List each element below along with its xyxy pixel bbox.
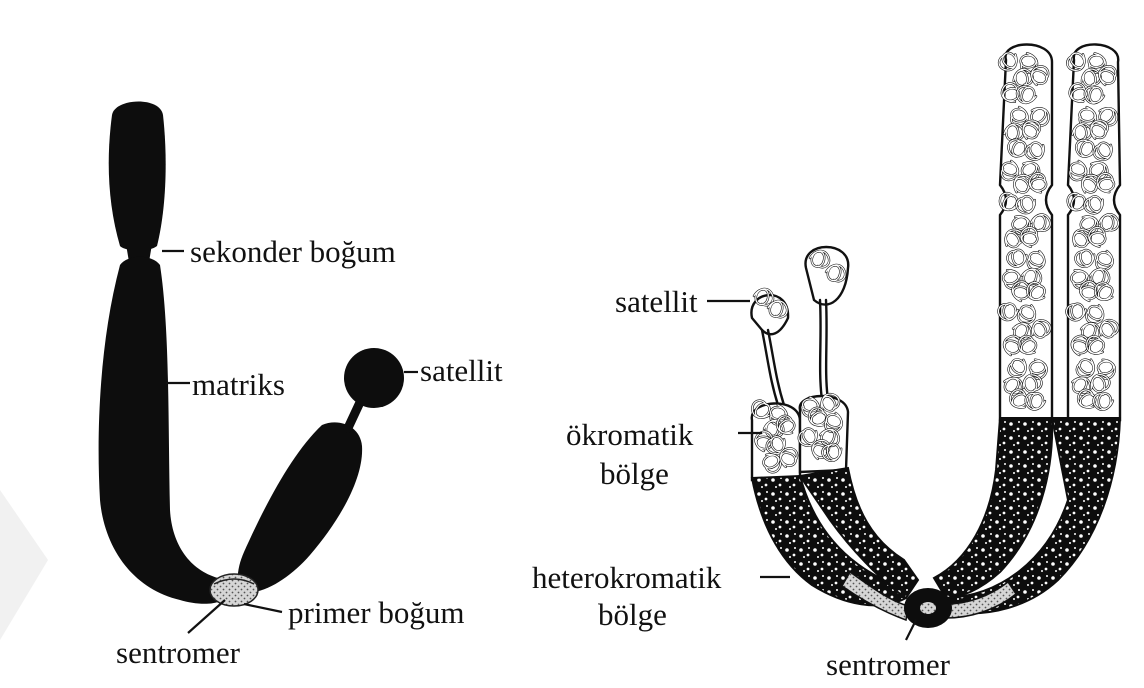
label-right-satellite: satellit (615, 284, 698, 319)
label-heterochromatic-line1: heterokromatik (532, 560, 722, 595)
left-chromosome-diagram: sekonder boğum matriks satellit primer b… (99, 101, 503, 670)
leader-left-centromere (188, 600, 225, 633)
right-long-arm-left (996, 45, 1053, 421)
label-euchromatic-line1: ökromatik (566, 417, 694, 452)
right-short-arm-left (749, 289, 800, 480)
label-secondary-constriction: sekonder boğum (190, 234, 396, 269)
right-chromosome-diagram: satellit ökromatik bölge heterokromatik … (532, 44, 1121, 682)
left-centromere (210, 574, 258, 606)
leader-primary-constriction (244, 604, 282, 612)
label-left-satellite: satellit (420, 353, 503, 388)
leader-right-centromere (906, 620, 916, 640)
right-long-arm-right (1064, 44, 1121, 420)
left-satellite-sphere (344, 348, 404, 408)
left-chromosome-long-arm (99, 101, 230, 603)
label-euchromatic-line2: bölge (600, 456, 669, 491)
label-primary-constriction: primer boğum (288, 595, 465, 630)
label-heterochromatic-line2: bölge (598, 597, 667, 632)
watermark-triangle (0, 490, 48, 640)
label-left-centromere: sentromer (116, 635, 241, 670)
label-right-centromere: sentromer (826, 647, 951, 682)
label-matrix: matriks (192, 367, 285, 402)
right-short-arm-right (796, 247, 848, 472)
